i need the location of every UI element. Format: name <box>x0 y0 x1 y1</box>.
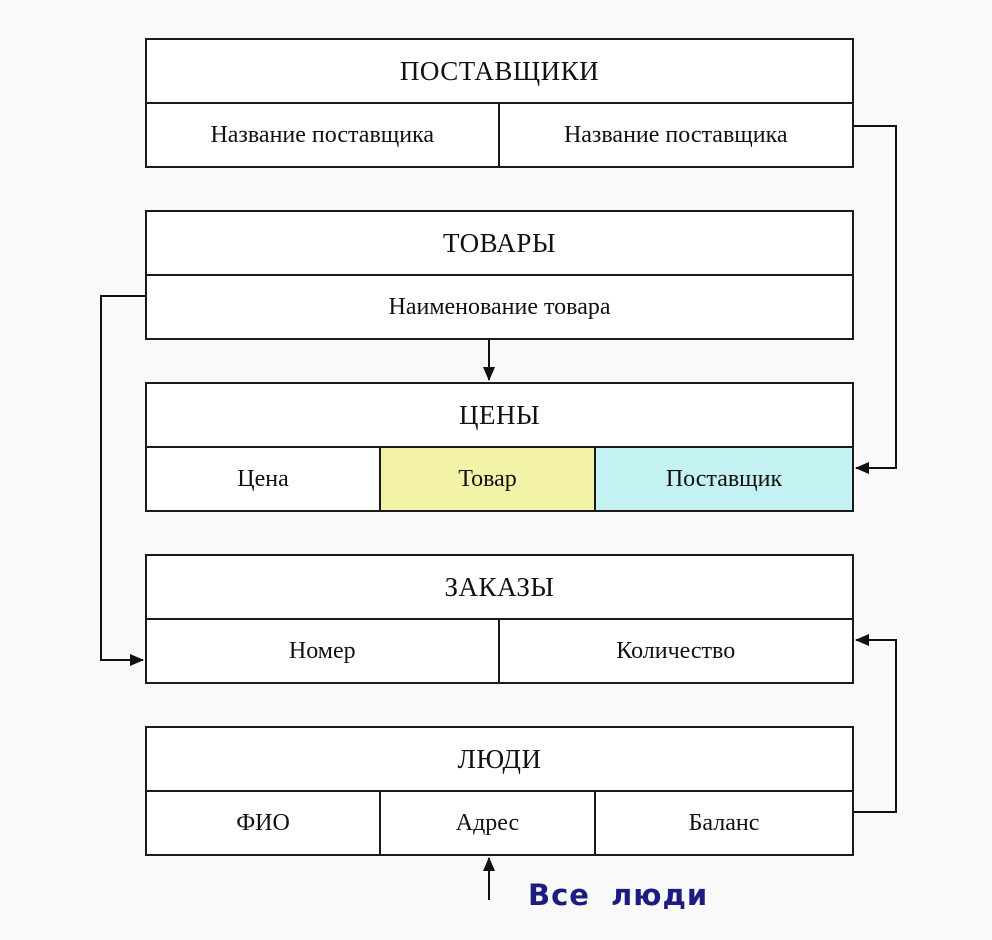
table-suppliers-title: ПОСТАВЩИКИ <box>147 40 852 104</box>
table-people-title: ЛЮДИ <box>147 728 852 792</box>
arrow-suppliers-to-prices <box>854 125 897 474</box>
table-orders-title: ЗАКАЗЫ <box>147 556 852 620</box>
prices-field-good: Товар <box>381 448 596 510</box>
prices-field-price: Цена <box>147 448 381 510</box>
orders-field-number: Номер <box>147 620 500 682</box>
prices-field-supplier: Поставщик <box>596 448 852 510</box>
caption-all-people: Все люди <box>528 878 709 912</box>
table-goods: ТОВАРЫ Наименование товара <box>145 210 854 340</box>
table-goods-title: ТОВАРЫ <box>147 212 852 276</box>
people-field-fio: ФИО <box>147 792 381 854</box>
table-prices-title: ЦЕНЫ <box>147 384 852 448</box>
suppliers-field-name-1: Название поставщика <box>147 104 500 166</box>
table-prices: ЦЕНЫ Цена Товар Поставщик <box>145 382 854 512</box>
people-field-balance: Баланс <box>688 809 760 836</box>
suppliers-field-name-2: Название поставщика <box>563 121 788 148</box>
table-orders: ЗАКАЗЫ Номер Количество <box>145 554 854 684</box>
table-people: ЛЮДИ ФИО Адрес Баланс <box>145 726 854 856</box>
orders-field-quantity: Количество <box>616 637 736 664</box>
arrow-people-to-orders <box>854 634 897 813</box>
people-field-address: Адрес <box>381 792 596 854</box>
table-suppliers: ПОСТАВЩИКИ Название поставщика Название … <box>145 38 854 168</box>
goods-field-name: Наименование товара <box>388 293 611 320</box>
arrow-goods-to-orders <box>100 295 145 666</box>
